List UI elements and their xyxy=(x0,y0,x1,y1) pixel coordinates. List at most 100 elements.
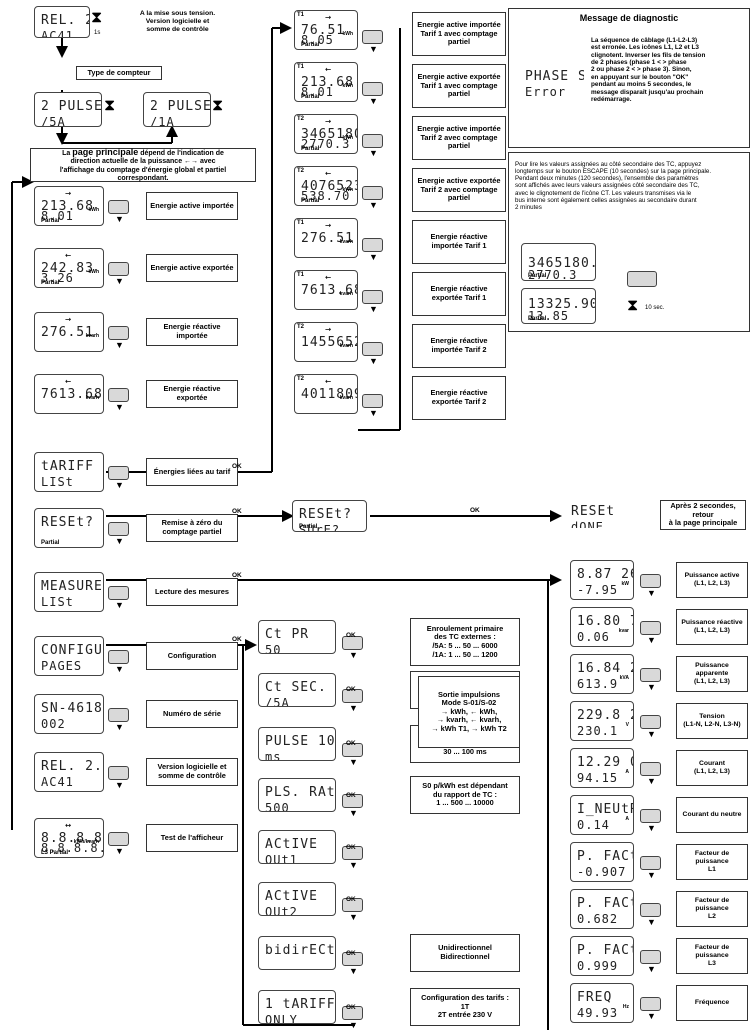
next-button[interactable] xyxy=(108,586,129,600)
main-page-bold: page principale xyxy=(72,147,139,158)
down-arrow-icon: ▼ xyxy=(647,870,656,880)
ct-info-2-line2: 13.85 xyxy=(528,309,570,323)
measure-display-6-line2: -0.907 xyxy=(577,865,627,879)
config-display-3-line1: PLS. RAtE xyxy=(265,785,336,800)
next-button[interactable] xyxy=(640,668,661,682)
measure-label-2: Puissance apparente (L1, L2, L3) xyxy=(676,656,748,692)
down-arrow-icon: ▼ xyxy=(647,729,656,739)
next-button[interactable] xyxy=(108,200,129,214)
next-button[interactable] xyxy=(342,689,363,703)
main-label-9: Version logicielle et somme de contrôle xyxy=(146,758,238,786)
ok-label: OK xyxy=(346,632,356,639)
tariff-display-3-arrow-icon: ← xyxy=(325,168,332,179)
config-label-0: Enroulement primaire des TC externes : /… xyxy=(410,618,520,666)
next-button[interactable] xyxy=(108,262,129,276)
next-button[interactable] xyxy=(640,715,661,729)
next-button[interactable] xyxy=(362,342,383,356)
tariff-label-1: Energie active exportée Tarif 1 avec com… xyxy=(412,64,506,108)
next-button[interactable] xyxy=(108,466,129,480)
tariff-display-5-tariff-tag: T1 xyxy=(297,272,305,278)
down-arrow-icon: ▼ xyxy=(369,408,378,418)
reset-done-line1: RESEt xyxy=(571,504,616,519)
next-button[interactable] xyxy=(342,636,363,650)
measure-display-9-unit: Hz xyxy=(622,1004,629,1010)
tariff-display-5-unit: kvarh xyxy=(339,291,353,297)
down-arrow-icon: ▼ xyxy=(647,635,656,645)
next-button[interactable] xyxy=(640,950,661,964)
reset-confirm-sub: Partial xyxy=(299,524,318,530)
measure-display-4-line1: 12.29 0.06 xyxy=(577,755,633,770)
measure-display-1-unit: kvar xyxy=(618,628,629,634)
diagnostic-line2: Error xyxy=(525,85,567,99)
measure-display-3-line2: 230.1 xyxy=(577,724,619,738)
next-button[interactable] xyxy=(108,388,129,402)
measure-display-3-unit: V xyxy=(625,722,629,728)
next-button[interactable] xyxy=(342,794,363,808)
next-button[interactable] xyxy=(108,766,129,780)
config-display-5-line1: ACtIVE xyxy=(265,889,318,904)
next-button[interactable] xyxy=(108,650,129,664)
measure-display-9-line2: 49.93 xyxy=(577,1006,619,1020)
main-display-0-sub: Partial xyxy=(41,218,60,224)
diagnostic-title: Message de diagnostic xyxy=(579,13,679,23)
measure-display-4-line2: 94.15 xyxy=(577,771,619,785)
next-button[interactable] xyxy=(362,394,383,408)
next-button[interactable] xyxy=(342,952,363,966)
next-button[interactable] xyxy=(640,903,661,917)
next-button[interactable] xyxy=(108,708,129,722)
next-button[interactable] xyxy=(640,762,661,776)
next-button[interactable] xyxy=(362,82,383,96)
next-button[interactable] xyxy=(640,574,661,588)
next-button[interactable] xyxy=(362,290,383,304)
ok-label: OK xyxy=(346,844,356,851)
down-arrow-icon: ▼ xyxy=(115,780,124,790)
down-arrow-icon: ▼ xyxy=(349,966,358,976)
next-button[interactable] xyxy=(640,621,661,635)
next-button[interactable] xyxy=(342,846,363,860)
down-arrow-icon: ▼ xyxy=(647,964,656,974)
next-button[interactable] xyxy=(342,743,363,757)
main-display-10-line1: 8.8.8.8.8.8.8 xyxy=(41,831,103,846)
next-button[interactable] xyxy=(108,832,129,846)
next-button[interactable] xyxy=(362,134,383,148)
config-display-0-line1: Ct PR xyxy=(265,627,310,642)
next-button[interactable] xyxy=(342,1006,363,1020)
next-button[interactable] xyxy=(640,997,661,1011)
main-label-1: Energie active exportée xyxy=(146,254,238,282)
pulse-output-label: Sortie impulsions Mode S-01/S-02 → kWh, … xyxy=(418,676,520,748)
next-button[interactable] xyxy=(108,326,129,340)
measure-display-4-unit: A xyxy=(625,769,629,775)
ct-info-1-sub: Partial xyxy=(528,273,547,279)
main-display-3: 7613.68←kvarh xyxy=(34,374,104,414)
measure-display-8: P. FACtOR0.999 xyxy=(570,936,634,976)
next-button[interactable] xyxy=(362,186,383,200)
main-display-8-line2: 002 xyxy=(41,717,66,731)
tariff-display-2-tariff-tag: T2 xyxy=(297,116,305,122)
down-arrow-icon: ▼ xyxy=(369,252,378,262)
main-label-4: Énergies liées au tarif xyxy=(146,458,238,486)
main-label-0: Energie active importée xyxy=(146,192,238,220)
tariff-label-7: Energie réactive exportée Tarif 2 xyxy=(412,376,506,420)
config-label-6: Unidirectionnel Bidirectionnel xyxy=(410,934,520,972)
escape-button[interactable] xyxy=(627,271,657,287)
main-display-0-arrow-icon: → xyxy=(65,188,72,199)
down-arrow-icon: ▼ xyxy=(115,536,124,546)
tariff-display-5-arrow-icon: ← xyxy=(325,272,332,283)
next-button[interactable] xyxy=(342,898,363,912)
next-button[interactable] xyxy=(362,238,383,252)
next-button[interactable] xyxy=(108,522,129,536)
tariff-display-6-unit: kvarh xyxy=(339,343,353,349)
next-button[interactable] xyxy=(640,856,661,870)
start-display: REL. 2.0AC41 xyxy=(34,6,90,38)
next-button[interactable] xyxy=(640,809,661,823)
ok-label: OK xyxy=(346,686,356,693)
main-display-4-line2: LISt xyxy=(41,475,74,489)
next-button[interactable] xyxy=(362,30,383,44)
measure-display-2-line2: 613.9 xyxy=(577,677,619,691)
